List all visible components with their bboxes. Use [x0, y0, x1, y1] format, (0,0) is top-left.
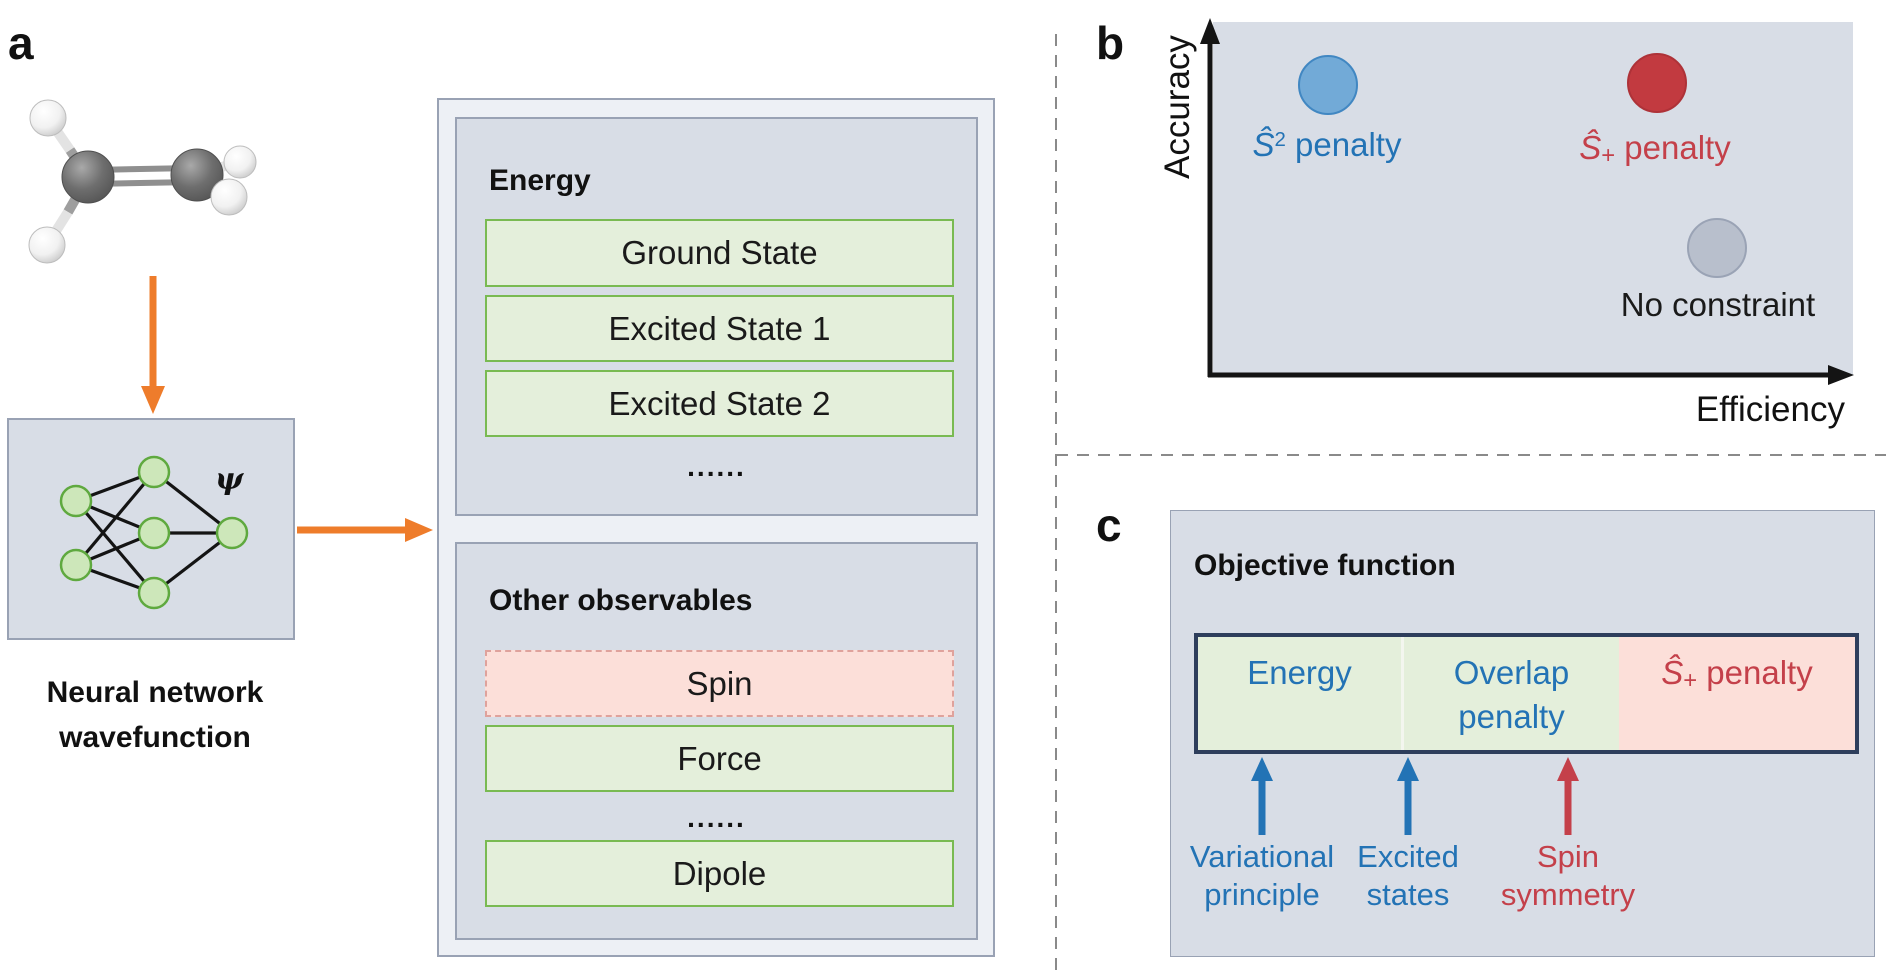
s-plus-base: Ŝ: [1579, 129, 1602, 166]
term-s-plus-base: Ŝ: [1661, 654, 1684, 691]
arrow-excited-states-icon: [1397, 757, 1419, 781]
y-axis-arrowhead-icon: [1200, 18, 1220, 44]
label-s2-penalty: Ŝ2 penalty: [1227, 126, 1427, 164]
term-s-plus-penalty: Ŝ+ penalty: [1619, 637, 1855, 750]
s2-superscript: 2: [1274, 127, 1286, 151]
objective-terms-box: Energy Overlap penalty Ŝ+ penalty: [1194, 633, 1859, 754]
annotation-line: principle: [1204, 877, 1320, 912]
network-node: [137, 455, 171, 489]
objective-function-box: Objective function Energy Overlap penalt…: [1170, 510, 1875, 957]
term-energy-line1: Energy: [1247, 654, 1352, 691]
annotation-line: Variational: [1189, 839, 1335, 874]
annotation-line: states: [1366, 877, 1450, 912]
energy-ellipsis: ......: [687, 451, 746, 482]
observable-row-spin: Spin: [485, 650, 954, 717]
term-overlap-line2: penalty: [1458, 698, 1565, 735]
annotation-spin-symmetry: Spin symmetry: [1458, 838, 1678, 914]
observables-ellipsis: ......: [687, 802, 746, 833]
energy-row-ground-state: Ground State: [485, 219, 954, 287]
hydrogen-atom: [223, 145, 257, 179]
energy-row-excited-state-2: Excited State 2: [485, 370, 954, 437]
s-plus-subscript: +: [1601, 142, 1616, 170]
network-node: [215, 516, 249, 550]
carbon-atom: [61, 150, 115, 204]
data-point-s-plus-penalty: [1627, 53, 1687, 113]
label-no-constraint: No constraint: [1620, 286, 1816, 323]
annotation-arrows: [1251, 757, 1579, 835]
objective-function-title: Objective function: [1194, 549, 1456, 582]
observables-title: Other observables: [489, 584, 753, 617]
annotation-line: Excited: [1357, 839, 1459, 874]
data-point-s2-penalty: [1298, 55, 1358, 115]
label-s-plus-penalty: Ŝ+ penalty: [1555, 129, 1755, 170]
hydrogen-atom: [28, 226, 66, 264]
s2-base: Ŝ: [1252, 126, 1275, 163]
arrow-molecule-to-network-icon: [141, 276, 165, 414]
carbon-atom: [170, 148, 224, 202]
network-node: [137, 576, 171, 610]
term-overlap-line1: Overlap: [1453, 654, 1570, 691]
nn-caption: Neural network wavefunction: [5, 670, 305, 760]
term-s-plus-label: Ŝ+ penalty: [1661, 651, 1812, 699]
hydrogen-atom: [29, 99, 67, 137]
network-node: [137, 516, 171, 550]
arrow-spin-symmetry-icon: [1557, 757, 1579, 781]
nn-caption-line2: wavefunction: [59, 721, 251, 754]
network-node: [59, 548, 93, 582]
x-axis-arrowhead-icon: [1828, 365, 1854, 385]
panel-b-label: b: [1096, 17, 1125, 69]
annotation-line: symmetry: [1500, 877, 1636, 912]
plot-axes: [1200, 18, 1854, 385]
s2-rest: penalty: [1285, 126, 1402, 163]
panel-a-label: a: [8, 17, 34, 69]
observable-row-dipole: Dipole: [485, 840, 954, 907]
horizontal-divider: [1056, 454, 1886, 456]
arrow-network-to-outputs-icon: [297, 518, 433, 542]
x-axis-label: Efficiency: [1695, 390, 1845, 429]
energy-title: Energy: [489, 164, 591, 197]
hydrogen-atom: [210, 178, 248, 216]
annotation-line: Spin: [1536, 839, 1600, 874]
term-s-plus-rest: penalty: [1697, 654, 1813, 691]
neural-network-box: ψ: [7, 418, 295, 640]
psi-symbol: ψ: [215, 462, 244, 497]
network-node: [59, 484, 93, 518]
energy-box: Energy Ground State Excited State 1 Exci…: [455, 117, 978, 516]
energy-row-excited-state-1: Excited State 1: [485, 295, 954, 362]
panel-c-label: c: [1096, 499, 1122, 551]
term-s-plus-subscript: +: [1683, 667, 1698, 695]
annotation-excited-states: Excited states: [1298, 838, 1518, 914]
annotation-variational-principle: Variational principle: [1152, 838, 1372, 914]
observable-row-force: Force: [485, 725, 954, 792]
observables-box: Other observables Spin Force ...... Dipo…: [455, 542, 978, 940]
s-plus-rest: penalty: [1615, 129, 1731, 166]
neural-network-graph: [59, 455, 249, 610]
arrow-variational-principle-icon: [1251, 757, 1273, 781]
molecule-illustration: [28, 99, 257, 264]
y-axis-label: Accuracy: [1158, 35, 1197, 180]
data-point-no-constraint: [1687, 218, 1747, 278]
term-energy: Energy: [1198, 637, 1404, 750]
vertical-divider: [1055, 34, 1057, 974]
nn-caption-line1: Neural network: [46, 676, 264, 709]
term-overlap-penalty: Overlap penalty: [1404, 637, 1619, 750]
